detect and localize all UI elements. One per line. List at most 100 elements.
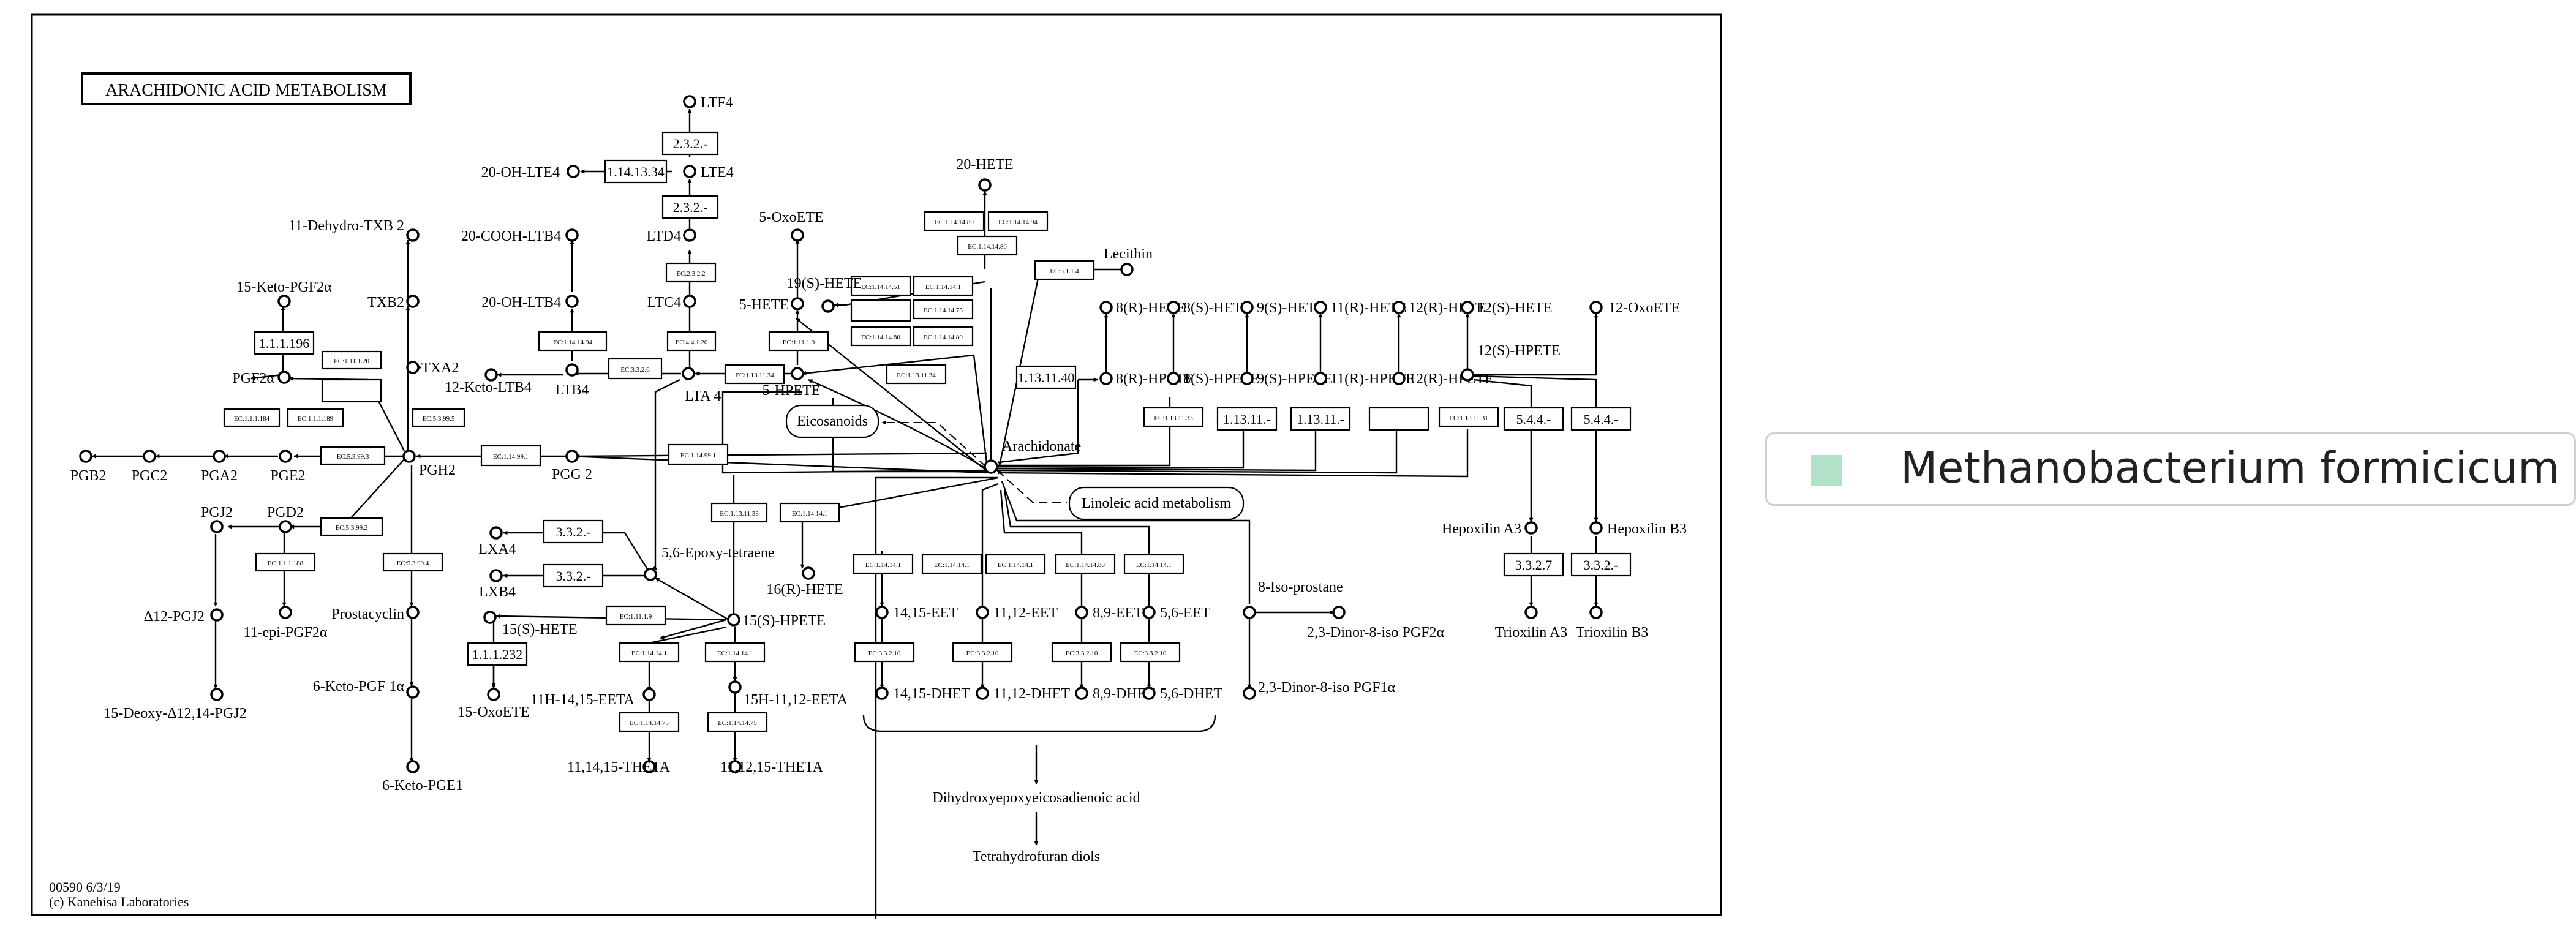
compound-label: PGD2 bbox=[267, 505, 304, 521]
compound-label: 5-HETE bbox=[739, 297, 789, 313]
enzyme-label: 3.3.2.7 bbox=[1515, 557, 1553, 573]
enzyme-label: EC:3.3.2.10 bbox=[868, 650, 901, 657]
enzyme-label: EC:1.14.14.94 bbox=[553, 339, 592, 346]
enzyme-label: EC:3.3.2.6 bbox=[620, 366, 650, 374]
map-id: 00590 6/3/19 bbox=[49, 879, 121, 895]
compound-label: PGH2 bbox=[419, 462, 456, 478]
enzyme-label: 1.14.13.34 bbox=[607, 164, 665, 179]
compound-label: 5-HPETE bbox=[763, 383, 821, 399]
enzyme-label: EC:1.14.14.80 bbox=[968, 243, 1007, 250]
compound-label: 20-COOH-LTB4 bbox=[461, 228, 561, 244]
enzyme-label: EC:1.11.1.20 bbox=[334, 358, 369, 365]
compound-label: PGG 2 bbox=[552, 467, 592, 483]
enzyme-label: EC:1.14.14.80 bbox=[924, 334, 963, 341]
map-links: Eicosanoids Linoleic acid metabolism bbox=[785, 404, 1245, 521]
compound-label: 8(S)-HETE bbox=[1183, 300, 1251, 316]
enzyme-label: EC:1.11.1.9 bbox=[620, 613, 652, 620]
enzyme-label: EC:3.3.2.10 bbox=[966, 650, 999, 657]
compound-label: Hepoxilin B3 bbox=[1607, 521, 1687, 537]
enzyme-label: EC:1.14.14.1 bbox=[865, 562, 901, 569]
compound-label: 20-HETE bbox=[956, 157, 1013, 173]
compound-label: 6-Keto-PGF 1α bbox=[313, 679, 405, 694]
compound-label: 5,6-DHET bbox=[1160, 686, 1222, 702]
compound-label: 19(S)-HETE bbox=[787, 276, 862, 292]
compound-label: 12-OxoETE bbox=[1608, 300, 1680, 316]
enzyme-label: EC:1.13.11.34 bbox=[735, 372, 774, 379]
compound-label: 12(S)-HPETE bbox=[1477, 343, 1561, 359]
compound-label: Trioxilin A3 bbox=[1495, 625, 1568, 641]
enzyme-label: EC:5.3.99.3 bbox=[337, 453, 369, 461]
compound-label: 20-OH-LTE4 bbox=[481, 165, 560, 181]
enzyme-label: EC:1.14.14.1 bbox=[998, 562, 1033, 569]
enzyme-label: EC:1.13.11.33 bbox=[1154, 415, 1193, 422]
enzyme-label: EC:1.1.1.184 bbox=[234, 415, 270, 423]
compound-label: TXA2 bbox=[421, 360, 459, 376]
compound-label: 11-epi-PGF2α bbox=[243, 625, 327, 641]
compound-label: PGC2 bbox=[132, 468, 168, 484]
enzyme-label: 1.1.1.232 bbox=[472, 647, 523, 662]
enzyme-label: 5.4.4.- bbox=[1516, 412, 1551, 427]
compound-label: Trioxilin B3 bbox=[1576, 625, 1649, 641]
compound-label: 5,6-EET bbox=[1160, 605, 1210, 621]
compound-label: PGA2 bbox=[201, 468, 238, 484]
compound-label: 15(S)-HPETE bbox=[742, 613, 826, 629]
compound-label: 5-OxoETE bbox=[759, 209, 823, 225]
compound-label: 8-Iso-prostane bbox=[1258, 579, 1343, 595]
legend: Methanobacterium formicicum bbox=[1765, 432, 2576, 506]
enzyme-label: EC:3.3.2.10 bbox=[1066, 650, 1098, 657]
compound-label: 12(R)-HPETE bbox=[1409, 371, 1494, 387]
compound-label: Tetrahydrofuran diols bbox=[973, 849, 1100, 865]
enzyme-label: EC:1.14.14.75 bbox=[630, 720, 669, 727]
copyright: (c) Kanehisa Laboratories bbox=[49, 894, 189, 909]
compound-label: 14,15-EET bbox=[893, 605, 958, 621]
enzyme-label: EC:1.14.14.94 bbox=[998, 219, 1038, 226]
enzyme-label: EC:1.14.14.1 bbox=[1136, 562, 1172, 569]
legend-label: Methanobacterium formicicum bbox=[1900, 443, 2560, 493]
legend-swatch bbox=[1811, 455, 1842, 486]
compound-label: PGB2 bbox=[70, 468, 107, 484]
enzyme-label: EC:1.13.11.34 bbox=[897, 372, 936, 379]
enzyme-label: EC:1.13.11.33 bbox=[720, 510, 759, 517]
compound-label: 2,3-Dinor-8-iso PGF1α bbox=[1258, 680, 1396, 696]
enzyme-label: EC:1.14.14.1 bbox=[925, 284, 961, 291]
enzyme-label: 5.4.4.- bbox=[1584, 412, 1619, 427]
compound-label: 15-OxoETE bbox=[458, 704, 529, 720]
compound-label: 5,6-Epoxy-tetraene bbox=[661, 545, 775, 561]
compound-label: 11,12-DHET bbox=[993, 686, 1070, 702]
enzyme-label: EC:1.14.14.75 bbox=[718, 720, 757, 727]
compound-label: 15-Keto-PGF2α bbox=[236, 279, 332, 295]
enzyme-label: EC:1.14.14.1 bbox=[631, 650, 667, 657]
enzyme-label: EC:1.11.1.9 bbox=[783, 339, 815, 346]
compound-label: Lecithin bbox=[1104, 246, 1153, 262]
compound-label: 15-Deoxy-Δ12,14-PGJ2 bbox=[104, 706, 246, 721]
enzyme-label: EC:1.1.1.189 bbox=[298, 415, 334, 423]
compound-label: PGF2α bbox=[232, 371, 274, 386]
enzyme-label: 2.3.2.- bbox=[673, 136, 708, 151]
pathway-title: ARACHIDONIC ACID METABOLISM bbox=[105, 81, 387, 100]
compound-label: 8(R)-HPETE bbox=[1116, 371, 1194, 387]
compound-label: 6-Keto-PGE1 bbox=[382, 778, 463, 794]
enzyme-label: EC:5.3.99.5 bbox=[423, 415, 455, 423]
compound-label: 20-OH-LTB4 bbox=[481, 295, 561, 310]
enzyme-label: EC:1.14.14.1 bbox=[934, 562, 970, 569]
compound-label: LTC4 bbox=[647, 295, 681, 310]
enzymes: 2.3.2.- 1.14.13.34 2.3.2.- EC:2.3.2.2 EC… bbox=[223, 131, 1632, 732]
enzyme-label: 2.3.2.- bbox=[673, 200, 708, 215]
compound-label: 12-Keto-LTB4 bbox=[445, 380, 532, 396]
compound-label: LXA4 bbox=[478, 541, 516, 557]
compound-label: TXB2 bbox=[367, 295, 404, 310]
title-box bbox=[81, 72, 412, 105]
enzyme-label: EC:2.3.2.2 bbox=[676, 270, 705, 277]
compound-label: 14,15-DHET bbox=[893, 686, 970, 702]
compound-label: 12(S)-HETE bbox=[1477, 300, 1553, 316]
compound-label: 11H-14,15-EETA bbox=[530, 692, 635, 708]
enzyme-label: EC:1.14.14.1 bbox=[792, 510, 827, 517]
compound-label: Prostacyclin bbox=[331, 606, 404, 622]
enzyme-label: EC:5.3.99.2 bbox=[336, 524, 368, 532]
enzyme-label: 3.3.2.- bbox=[556, 568, 591, 584]
compound-label: Dihydroxyepoxyeicosadienoic acid bbox=[932, 790, 1140, 806]
compound-label: LTB4 bbox=[555, 382, 589, 398]
enzyme-label: EC:1.14.14.80 bbox=[861, 334, 900, 341]
enzyme-label: EC:1.14.14.80 bbox=[1066, 562, 1105, 569]
